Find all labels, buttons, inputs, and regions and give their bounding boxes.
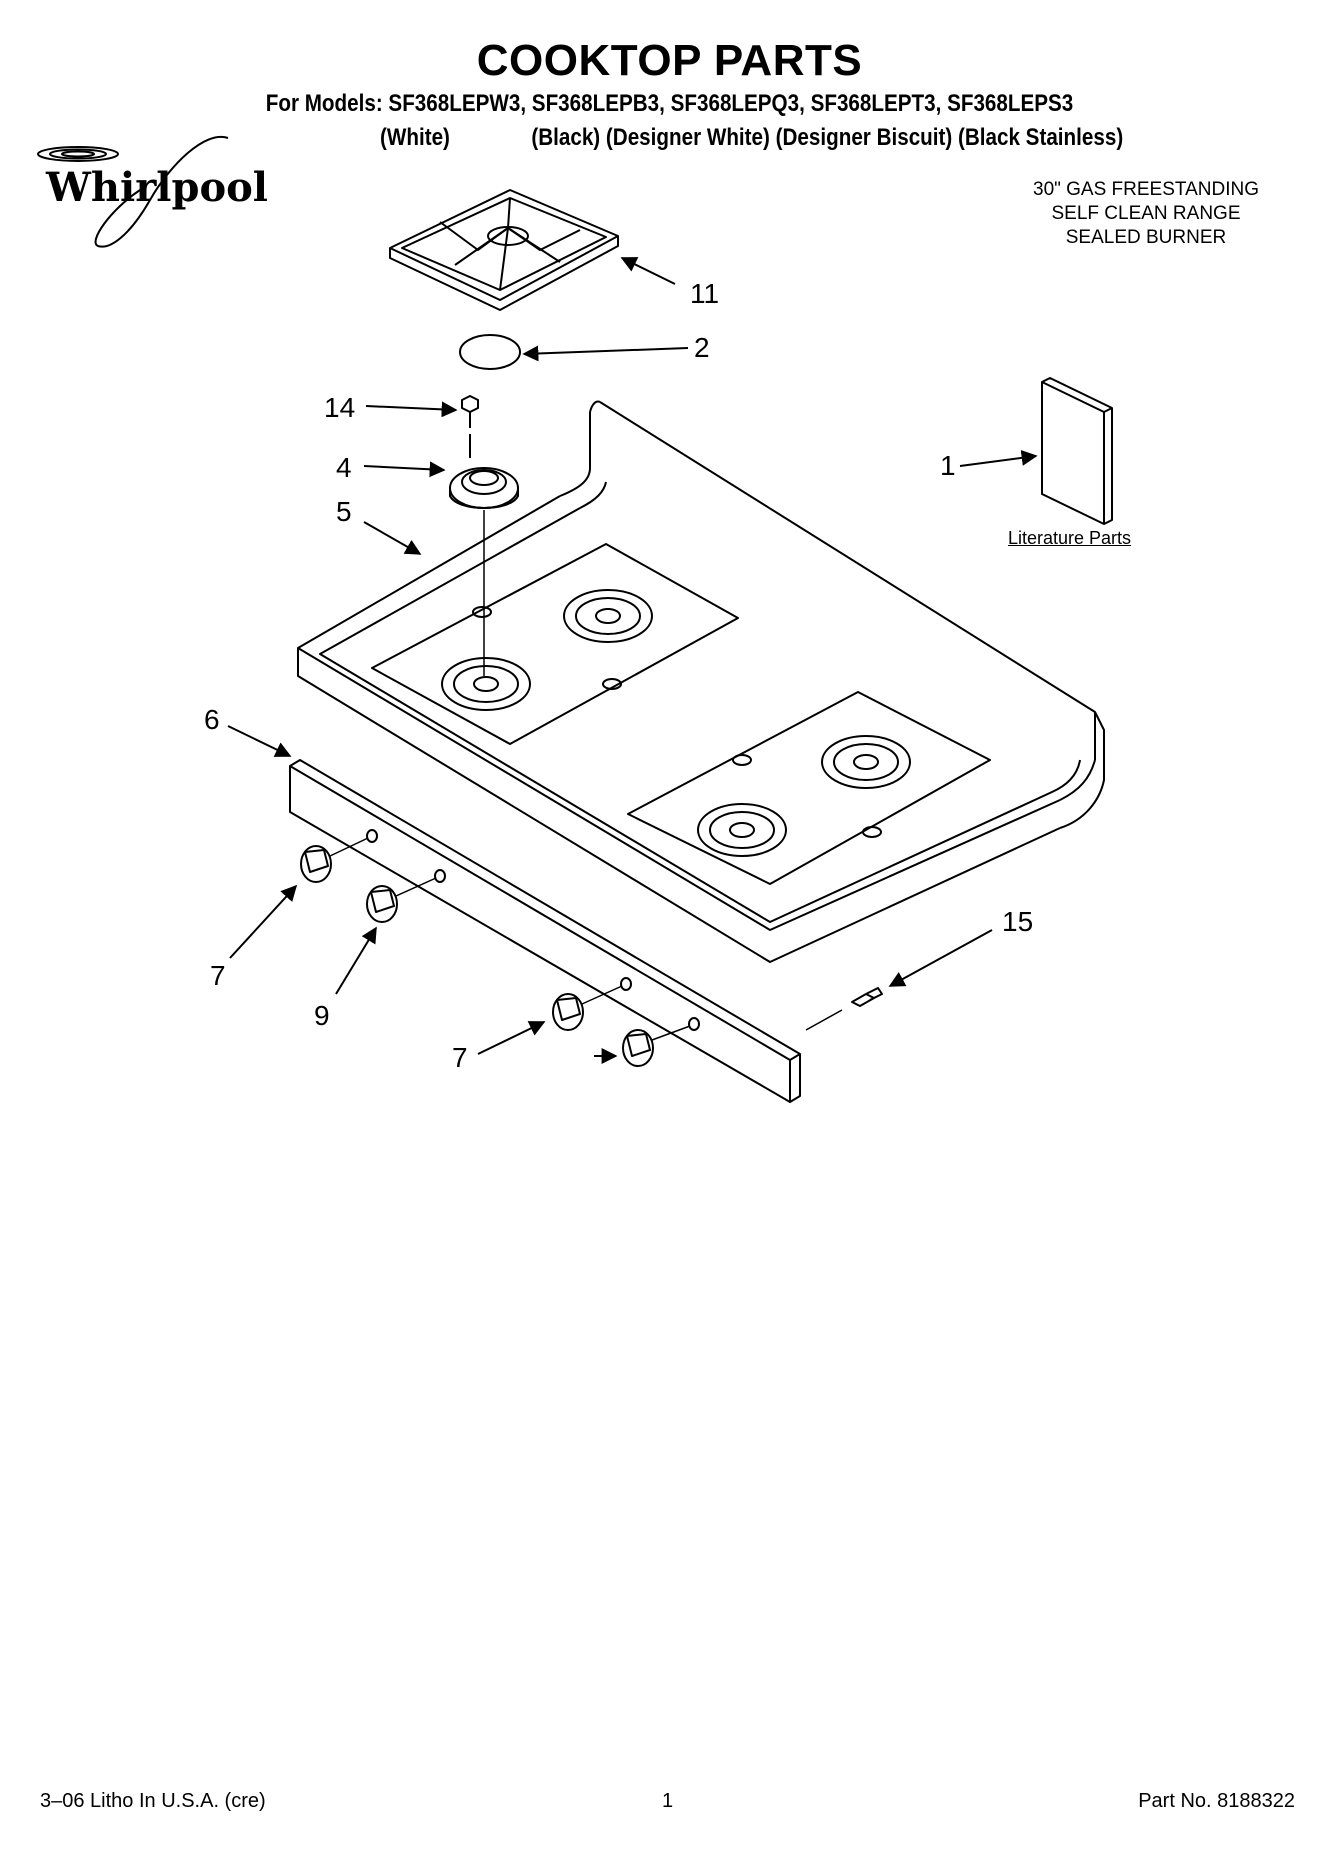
callout-9: 9 bbox=[314, 1000, 330, 1031]
callout-6: 6 bbox=[204, 704, 220, 735]
knob-9 bbox=[366, 877, 437, 923]
footer-part-number: Part No. 8188322 bbox=[1138, 1790, 1295, 1812]
grate-part bbox=[389, 189, 619, 311]
callout-7-right: 7 bbox=[452, 1042, 468, 1073]
callout-4: 4 bbox=[336, 452, 352, 483]
description-line-3: SEALED BURNER bbox=[1065, 227, 1227, 248]
cooktop-part bbox=[297, 400, 1105, 963]
literature-part bbox=[1041, 377, 1113, 525]
knob-7c bbox=[622, 1025, 691, 1067]
description-line-1: 30" GAS FREESTANDING bbox=[1033, 179, 1259, 200]
color-black-stainless: (Black Stainless) bbox=[958, 124, 1124, 151]
callout-15: 15 bbox=[1002, 906, 1034, 937]
burner-base-part bbox=[449, 467, 519, 509]
footer-page-number: 1 bbox=[662, 1790, 674, 1812]
description-line-2: SELF CLEAN RANGE bbox=[1051, 203, 1241, 224]
callout-5: 5 bbox=[336, 496, 352, 527]
color-black: (Black) bbox=[531, 124, 601, 151]
color-list: (White) (Black) (Designer White) (Design… bbox=[380, 124, 1123, 152]
callout-7-left: 7 bbox=[210, 960, 226, 991]
knob-7b bbox=[552, 985, 623, 1031]
brand-logo: Whirlpool bbox=[46, 164, 268, 211]
burner-cap-part bbox=[459, 334, 521, 370]
callout-2: 2 bbox=[694, 332, 710, 363]
control-panel-part bbox=[289, 759, 801, 1103]
page-title: COOKTOP PARTS bbox=[476, 36, 863, 85]
callout-1: 1 bbox=[940, 450, 956, 481]
callout-11: 11 bbox=[690, 278, 720, 309]
knob-7a bbox=[300, 837, 369, 883]
footer-litho: 3–06 Litho In U.S.A. (cre) bbox=[40, 1790, 266, 1812]
color-designer-white: (Designer White) bbox=[605, 124, 770, 151]
literature-parts-label: Literature Parts bbox=[1008, 528, 1132, 548]
range-description: 30" GAS FREESTANDING SELF CLEAN RANGE SE… bbox=[1001, 178, 1291, 250]
screw-part bbox=[461, 395, 479, 458]
screw-15-part bbox=[805, 987, 883, 1031]
color-white: (White) bbox=[380, 124, 450, 151]
callout-14: 14 bbox=[324, 392, 356, 423]
models-line: For Models: SF368LEPW3, SF368LEPB3, SF36… bbox=[265, 90, 1074, 117]
color-designer-biscuit: (Designer Biscuit) bbox=[775, 124, 953, 151]
